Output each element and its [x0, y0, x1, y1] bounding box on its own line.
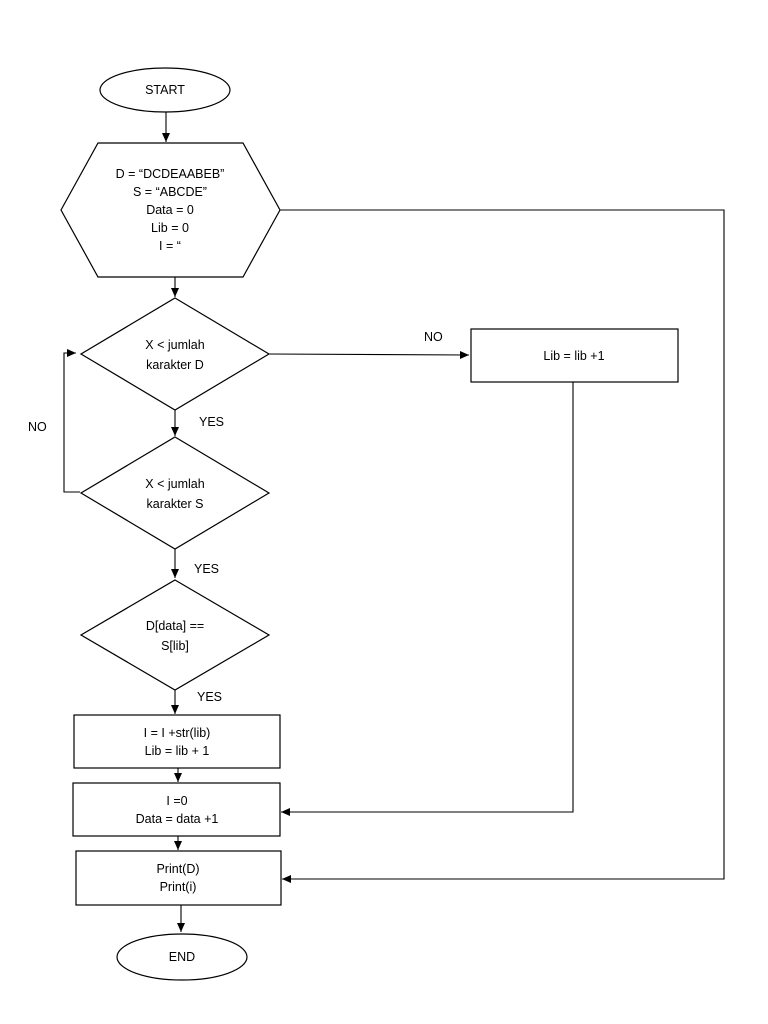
edge-label-dec-s-yes: YES [194, 562, 219, 576]
process-lib-increment: Lib = lib +1 [470, 328, 679, 383]
init-line-2: S = “ABCDE” [133, 185, 207, 199]
append-lib-line-1: I = I +str(lib) [144, 726, 211, 740]
edge-label-dec-d-yes: YES [199, 415, 224, 429]
decision-eq-line-2: S[lib] [161, 639, 189, 653]
end-label: END [169, 950, 195, 964]
decision-d-line-2: karakter D [146, 358, 204, 372]
init-line-5: I = “ [159, 239, 181, 253]
edge-dec-s-no-loop [63, 349, 80, 493]
process-reset-i: I =0 Data = data +1 [72, 782, 281, 837]
edge-label-dec-d-no: NO [424, 330, 443, 344]
edge-label-dec-s-no: NO [28, 420, 47, 434]
edge-lib-to-reset [281, 382, 574, 816]
reset-line-1: I =0 [166, 794, 187, 808]
decision-x-less-s: X < jumlah karakter S [79, 436, 271, 550]
end-terminal: END [116, 933, 248, 981]
decision-d-equals-s: D[data] == S[lib] [79, 579, 271, 691]
print-line-2: Print(i) [160, 880, 197, 894]
decision-s-line-2: karakter S [147, 497, 204, 511]
decision-d-line-1: X < jumlah [145, 338, 204, 352]
edge-init-to-print [280, 209, 725, 883]
decision-s-line-1: X < jumlah [145, 477, 204, 491]
decision-eq-line-1: D[data] == [146, 619, 204, 633]
append-lib-line-2: Lib = lib + 1 [145, 744, 210, 758]
process-append-lib: I = I +str(lib) Lib = lib + 1 [73, 714, 281, 769]
start-terminal: START [99, 67, 231, 113]
connectors [63, 112, 725, 932]
process-print: Print(D) Print(i) [75, 850, 282, 906]
lib-increment-label: Lib = lib +1 [543, 349, 604, 363]
edge-dec-d-no [268, 350, 470, 359]
reset-line-2: Data = data +1 [136, 812, 219, 826]
init-preparation: D = “DCDEAABEB” S = “ABCDE” Data = 0 Lib… [60, 142, 281, 278]
init-line-3: Data = 0 [146, 203, 194, 217]
edge-label-dec-eq-yes: YES [197, 690, 222, 704]
init-line-1: D = “DCDEAABEB” [116, 167, 225, 181]
start-label: START [145, 83, 185, 97]
init-line-4: Lib = 0 [151, 221, 189, 235]
print-line-1: Print(D) [156, 862, 199, 876]
decision-x-less-d: X < jumlah karakter D [79, 297, 271, 411]
